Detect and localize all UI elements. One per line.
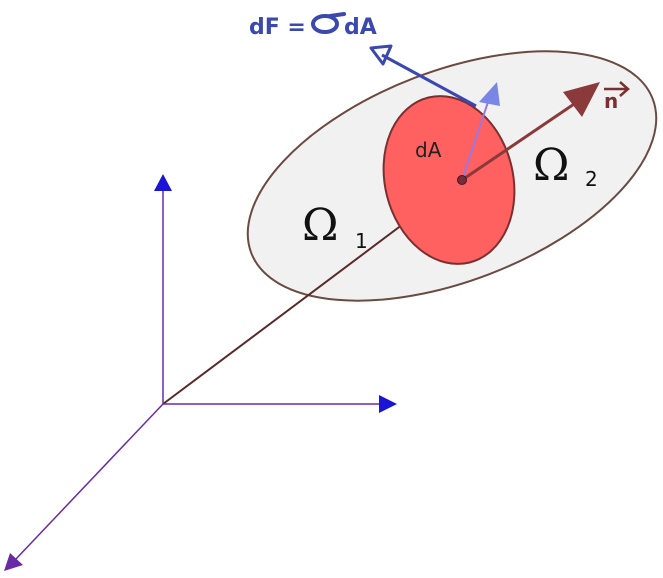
region1-symbol: Ω bbox=[302, 200, 338, 251]
axis-x-arrowhead bbox=[4, 553, 23, 571]
region2-symbol: Ω bbox=[533, 140, 569, 191]
force-vector-arrowhead bbox=[369, 44, 393, 66]
normal-label-arrow bbox=[604, 81, 630, 97]
sigma-glyph bbox=[311, 12, 346, 34]
local-vector-arrowhead bbox=[479, 82, 500, 106]
normal-vector-line bbox=[461, 98, 581, 182]
axis-y-arrowhead bbox=[379, 395, 397, 413]
force-label-prefix: dF = bbox=[249, 15, 306, 40]
local-vector-line bbox=[461, 95, 491, 181]
normal-vector-arrowhead bbox=[563, 82, 600, 117]
axis-z-arrowhead bbox=[154, 174, 172, 191]
area-element-dA bbox=[382, 95, 516, 265]
region2-index: 2 bbox=[585, 167, 598, 191]
region1-index: 1 bbox=[355, 229, 368, 253]
normal-label: n bbox=[604, 89, 618, 113]
area-label: dA bbox=[415, 138, 442, 162]
surface-point bbox=[457, 175, 467, 185]
force-label-suffix: dA bbox=[344, 15, 377, 40]
axis-x bbox=[14, 403, 164, 561]
force-vector-line bbox=[381, 53, 477, 108]
